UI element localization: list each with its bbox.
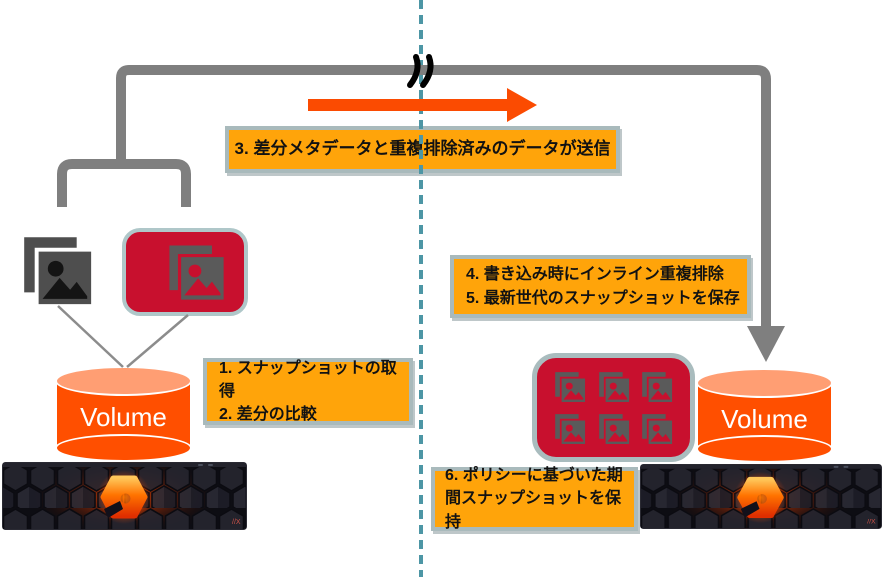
flasharray-appliance-left: //X: [2, 462, 247, 530]
step1-2-label: 1. スナップショットの取得 2. 差分の比較: [203, 358, 413, 425]
arrow-down-icon: [747, 326, 785, 362]
cylinder-top: [696, 368, 833, 398]
appliance-model-badge: //X: [867, 518, 876, 525]
pure-storage-logo-icon: [3, 462, 247, 530]
step2-text: 2. 差分の比較: [219, 406, 317, 424]
snapshot-photo-icon: [601, 415, 629, 444]
cylinder-bottom: [696, 435, 833, 463]
photo-stack-icon: [29, 242, 92, 305]
step6-text-line1: 6. ポリシーに基づいた期: [445, 467, 623, 485]
step1-text: 1. スナップショットの取得: [219, 359, 397, 400]
pure-storage-logo-icon: [640, 464, 881, 529]
source-bracket-line: [57, 159, 191, 207]
source-volume-label: Volume: [80, 402, 167, 433]
step5-text: 5. 最新世代のスナップショットを保存: [466, 289, 740, 307]
step4-text: 4. 書き込み時にインライン重複排除: [466, 266, 724, 284]
appliance-model-badge: //X: [232, 519, 241, 526]
photo-stack-icon: [173, 249, 224, 300]
snapshot-grid-icon: [532, 353, 695, 462]
dashed-divider-line: [419, 0, 423, 577]
step6-label: 6. ポリシーに基づいた期 間スナップショットを保持: [431, 467, 638, 531]
snapshot-photo-icon: [644, 374, 673, 402]
source-volume-cylinder: Volume: [55, 366, 192, 462]
target-volume-cylinder: Volume: [696, 368, 833, 463]
snapshot-photo-icon: [601, 374, 629, 402]
snapshot-photo-icon: [644, 415, 673, 444]
snapshot-photo-icon: [557, 415, 586, 444]
source-link-line-right: [126, 314, 189, 368]
cylinder-top: [55, 366, 192, 396]
flasharray-appliance-right: //X: [640, 464, 882, 529]
snapshot-card-icon: [122, 228, 248, 316]
snapshot-photo-icon: [557, 374, 586, 402]
step4-5-label: 4. 書き込み時にインライン重複排除 5. 最新世代のスナップショットを保存: [450, 255, 751, 318]
target-volume-label: Volume: [721, 403, 808, 434]
cylinder-bottom: [55, 434, 192, 462]
step6-text-line2: 間スナップショットを保持: [445, 490, 622, 531]
source-link-line-left: [57, 305, 124, 368]
